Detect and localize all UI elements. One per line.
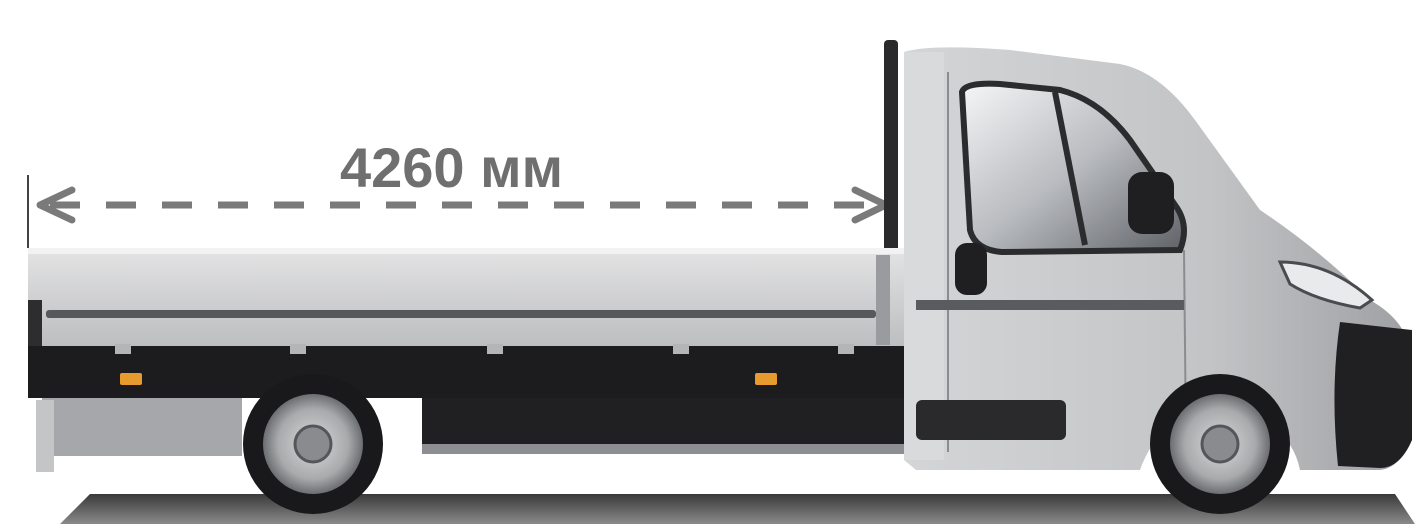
ground-shadow	[60, 494, 1415, 524]
front-wheel	[1150, 374, 1290, 514]
rear-wheel	[243, 374, 383, 514]
side-reflector-front	[755, 373, 777, 385]
headlight	[1277, 260, 1375, 310]
side-reflector-rear	[120, 373, 142, 385]
side-mirror	[1128, 172, 1174, 234]
front-bumper	[1334, 322, 1412, 468]
chassis	[28, 344, 916, 472]
cab	[904, 47, 1412, 471]
door-handle	[955, 243, 987, 295]
dimension-label: 4260 мм	[340, 136, 563, 199]
cargo-bed	[28, 248, 904, 348]
